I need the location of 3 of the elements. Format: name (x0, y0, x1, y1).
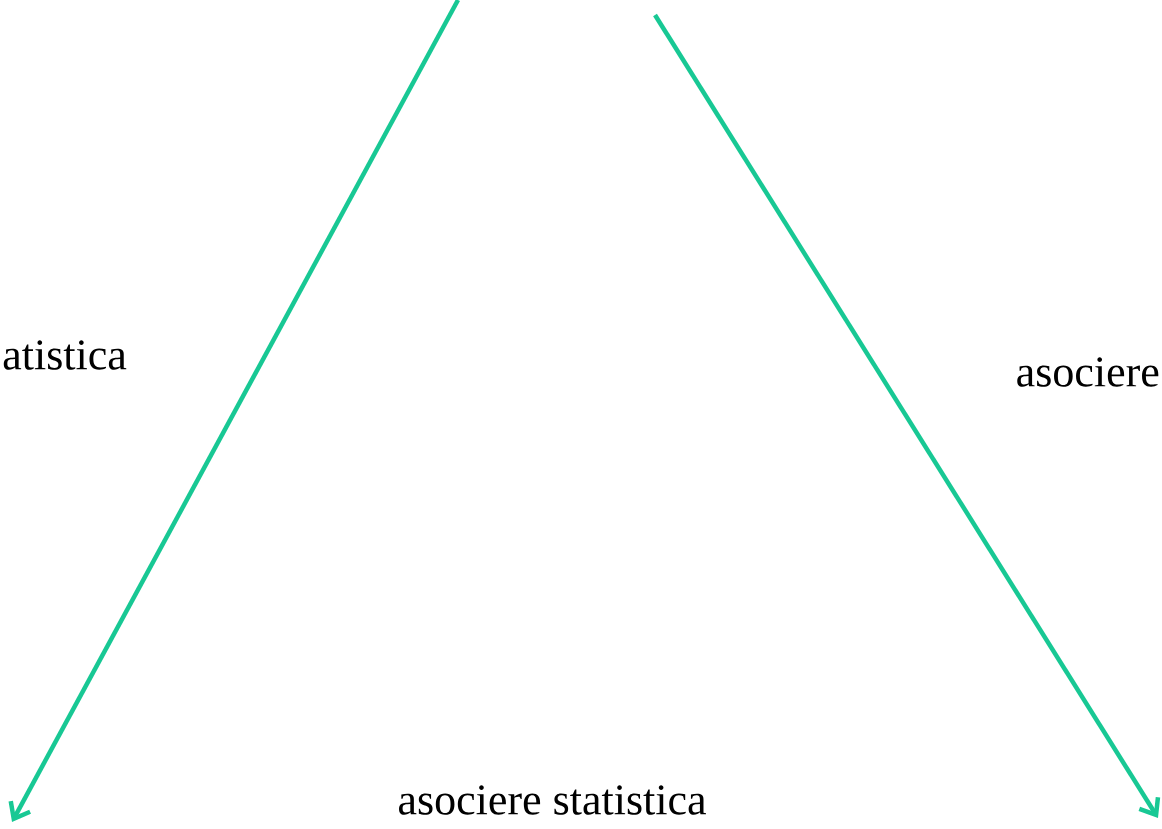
text-label: atistica (3, 340, 127, 370)
text-label: asociere (1017, 357, 1159, 387)
text-label: asociere statistica (399, 785, 706, 815)
